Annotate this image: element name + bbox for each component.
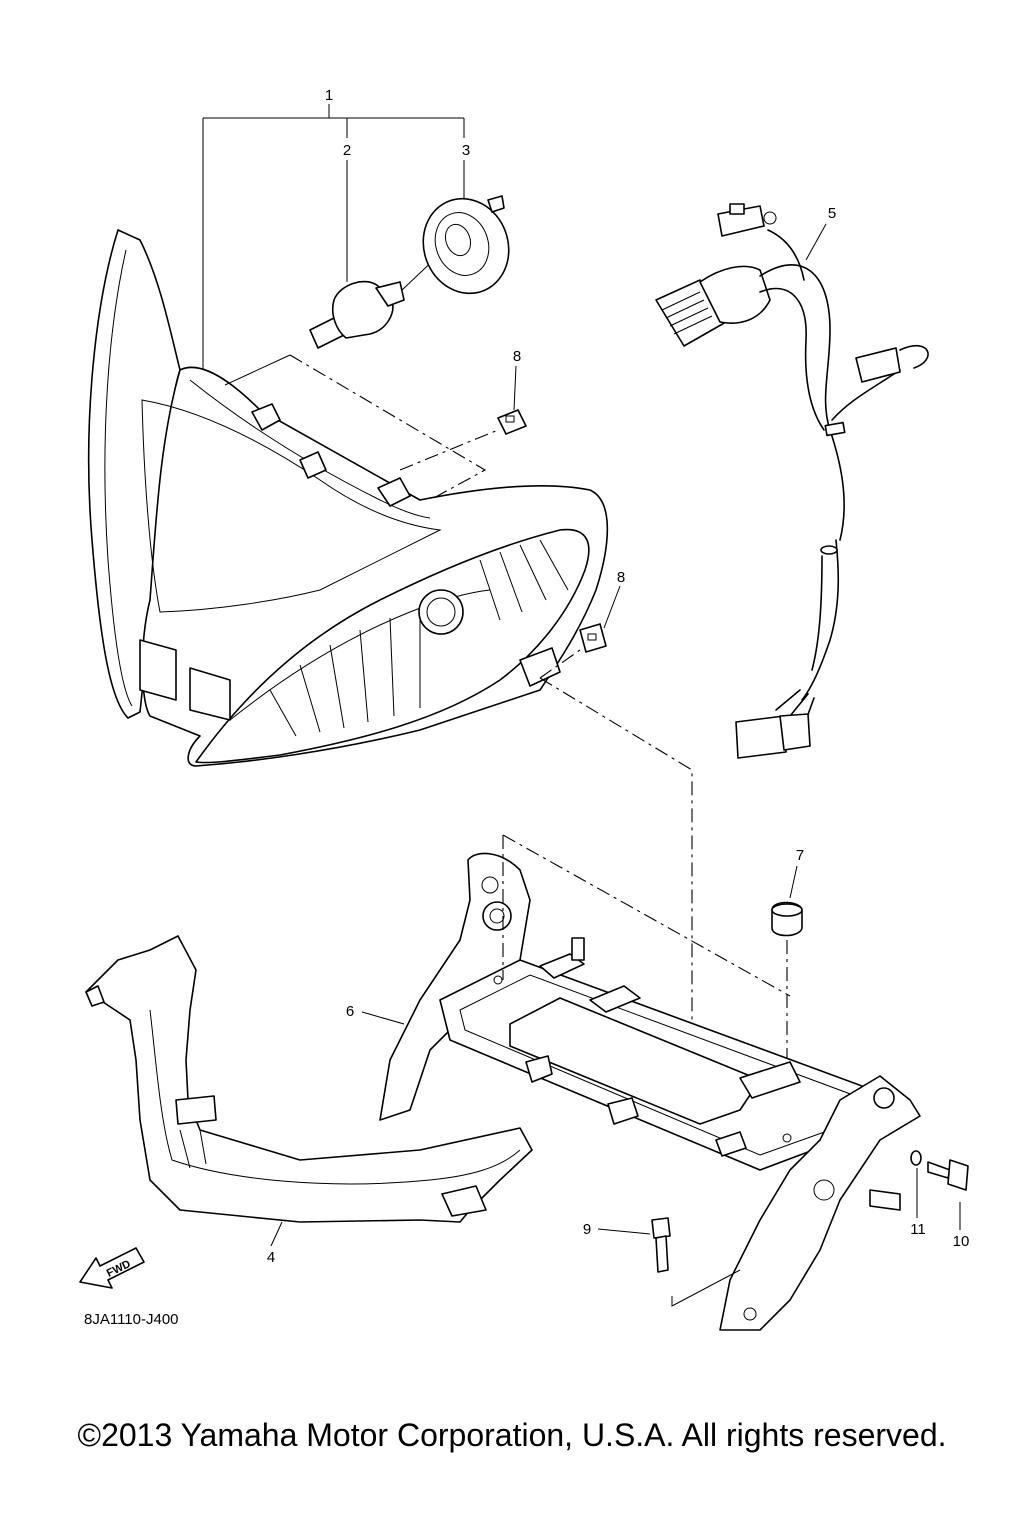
bolt-part-9 — [597, 1217, 741, 1307]
bolt-part-10 — [927, 1159, 969, 1230]
washer-part-11 — [910, 1150, 922, 1218]
alignment-lines-stay — [502, 834, 791, 997]
callout-9: 9 — [583, 1221, 591, 1238]
front-cowl-bracket — [85, 935, 533, 1223]
leader-5 — [805, 223, 827, 261]
callout-4: 4 — [267, 1249, 275, 1266]
callout-7: 7 — [796, 847, 804, 864]
clip-nut-upper — [497, 365, 527, 435]
callout-8-lower: 8 — [617, 569, 625, 586]
leader-6 — [361, 1011, 405, 1025]
leader-4 — [270, 1221, 283, 1247]
callout-8-upper: 8 — [513, 348, 521, 365]
callout-11: 11 — [910, 1221, 926, 1238]
alignment-lines-headlight — [289, 354, 693, 1020]
callout-3: 3 — [462, 142, 470, 159]
callout-2: 2 — [343, 142, 351, 159]
clip-nut-lower — [579, 585, 621, 653]
callout-5: 5 — [828, 205, 836, 222]
headlight-bulb — [309, 160, 441, 349]
bulb-cover — [422, 160, 510, 295]
headlight-housing — [87, 229, 609, 767]
callout-6: 6 — [346, 1003, 354, 1020]
copyright-notice: ©2013 Yamaha Motor Corporation, U.S.A. A… — [77, 1417, 947, 1453]
callout-1: 1 — [325, 87, 333, 104]
headlight-stay-bracket — [379, 852, 921, 1331]
forward-direction-arrow: FWD — [79, 1247, 145, 1289]
diagram-code: 8JA1110-J400 — [84, 1311, 179, 1328]
callout-10: 10 — [953, 1233, 970, 1250]
callout-bracket-1 — [202, 104, 465, 370]
wiring-harness — [655, 203, 929, 759]
